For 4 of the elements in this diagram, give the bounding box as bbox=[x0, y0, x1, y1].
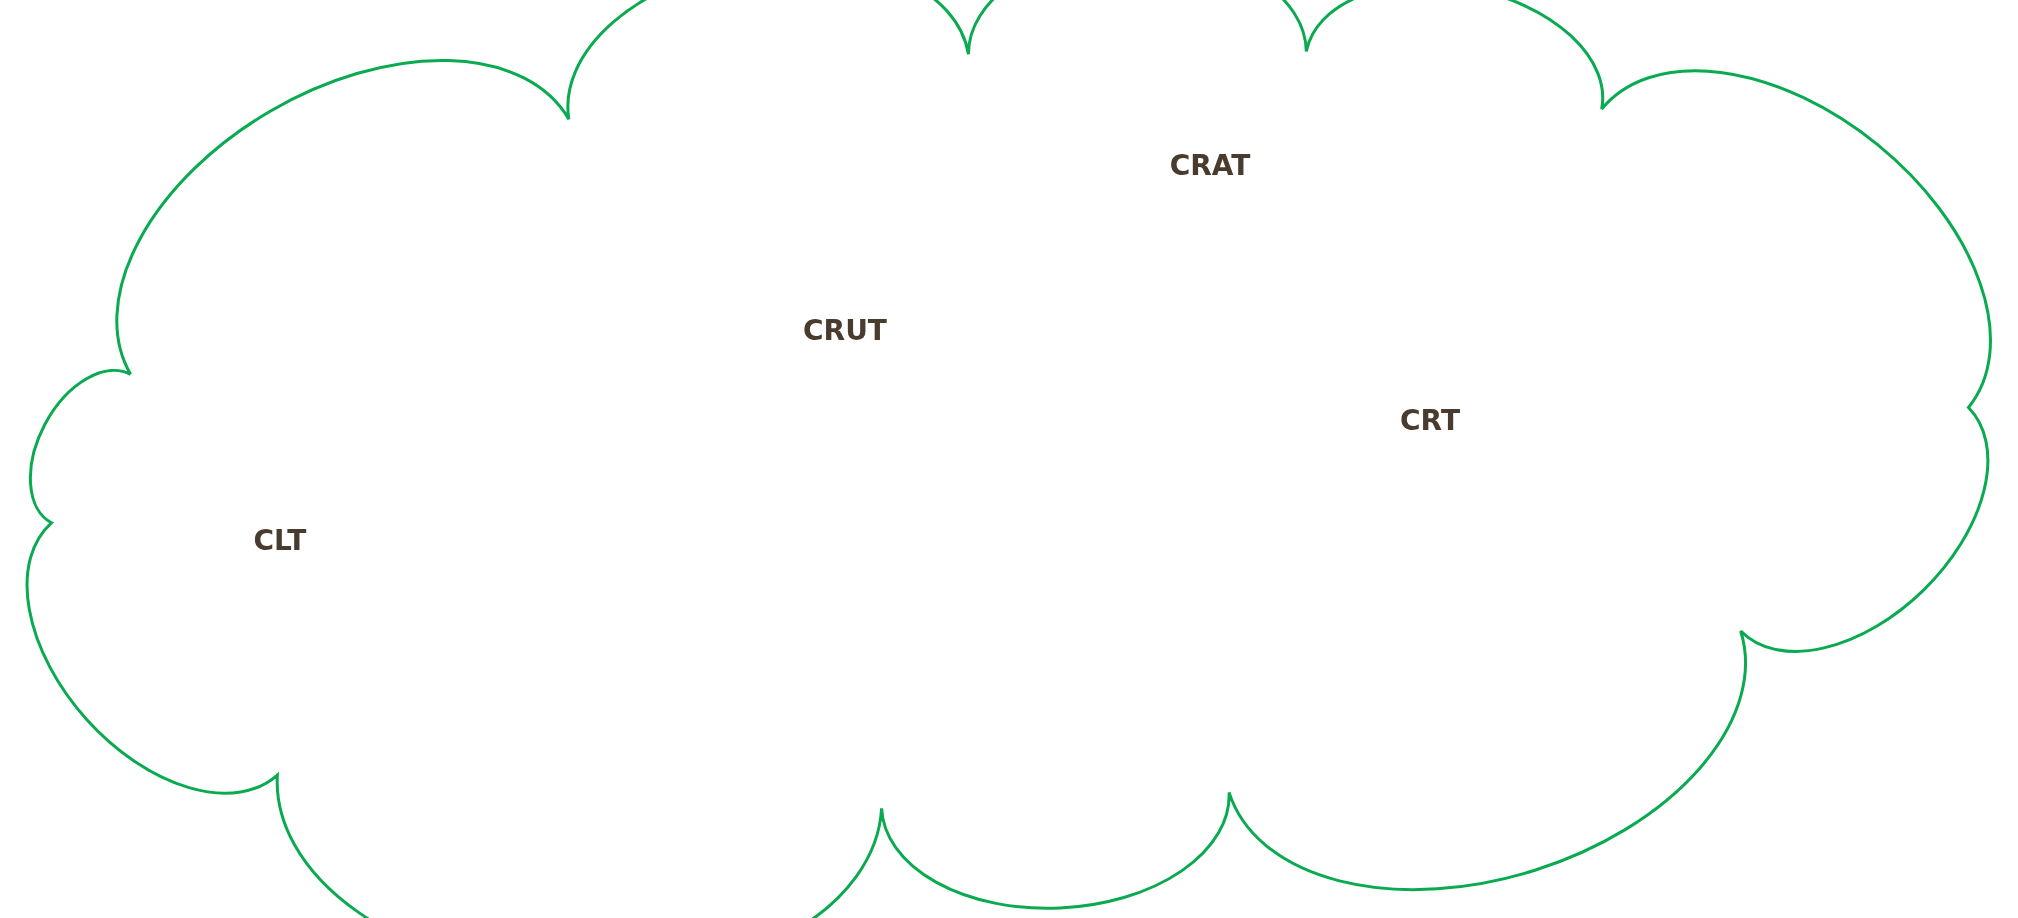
term-label: CRUT bbox=[803, 313, 887, 347]
term-label: CRAT bbox=[1169, 148, 1251, 182]
term-label: CLT bbox=[253, 523, 307, 557]
term-label: CRT bbox=[1400, 403, 1460, 437]
